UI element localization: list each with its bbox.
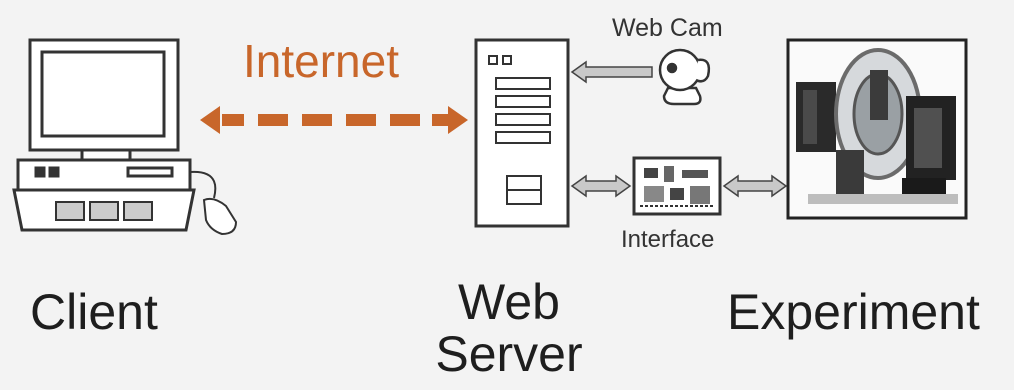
interface-board-icon	[632, 156, 722, 216]
interface-label: Interface	[621, 226, 715, 253]
webcam-to-server-arrow	[570, 60, 653, 84]
server-interface-arrow	[570, 174, 632, 198]
webcam-icon	[658, 48, 711, 106]
internet-label: Internet	[243, 35, 399, 87]
interface-experiment-arrow	[722, 174, 788, 198]
internet-link-arrow	[200, 106, 468, 134]
client-label: Client	[30, 284, 158, 340]
experiment-label: Experiment	[727, 284, 980, 340]
server-tower-icon	[474, 38, 570, 228]
desktop-computer-icon	[12, 38, 238, 236]
webcam-label: Web Cam	[612, 14, 723, 42]
experiment-photo	[786, 38, 968, 220]
web-server-label: Web Server	[435, 274, 583, 382]
